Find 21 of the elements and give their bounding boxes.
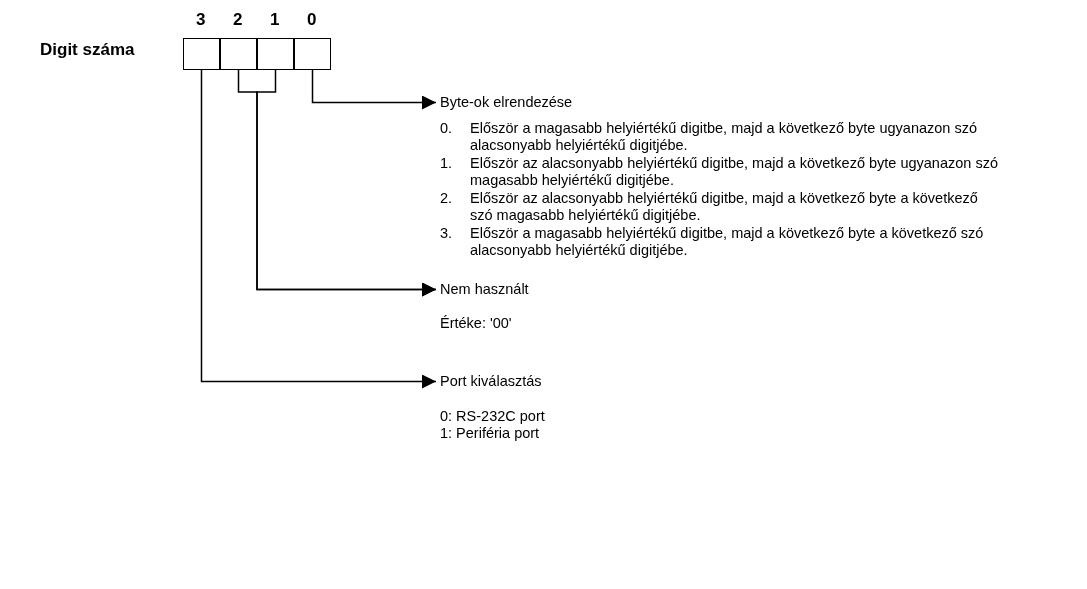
list-item: 0. Először a magasabb helyiértékű digitbe, majd a következő byte ugyanazon szó alacsonyabb helyiértékű digitjébe. <box>440 120 978 154</box>
digit-cell <box>294 38 331 70</box>
arrow <box>200 69 437 389</box>
digit-number: 0 <box>307 10 317 30</box>
digit-number: 2 <box>233 10 243 30</box>
field-heading: Port kiválasztás <box>440 373 542 390</box>
description-text: Értéke: '00' <box>440 315 513 332</box>
digit-number: 1 <box>270 10 280 30</box>
description-text: 0: RS-232C port <box>440 408 546 425</box>
list-item: 2. Először az alacsonyabb helyiértékű digitbe, majd a következő byte a következő szó magasabb helyiértékű digitjébe. <box>440 190 979 224</box>
list-item: 1. Először az alacsonyabb helyiértékű digitbe, majd a következő byte ugyanazon szó magasabb helyiértékű digitjébe. <box>440 155 999 189</box>
field-heading: Nem használt <box>440 281 529 298</box>
row-label: Digit száma <box>40 40 135 60</box>
digit-cell <box>257 38 294 70</box>
digit-cell <box>220 38 257 70</box>
list-item: 3. Először a magasabb helyiértékű digitbe, majd a következő byte a következő szó alacsonyabb helyiértékű digitjébe. <box>440 225 985 259</box>
digit-number: 3 <box>196 10 206 30</box>
description-text: 1: Periféria port <box>440 425 541 442</box>
arrow <box>311 69 437 110</box>
digit-cell <box>183 38 220 70</box>
field-heading: Byte-ok elrendezése <box>440 94 573 111</box>
